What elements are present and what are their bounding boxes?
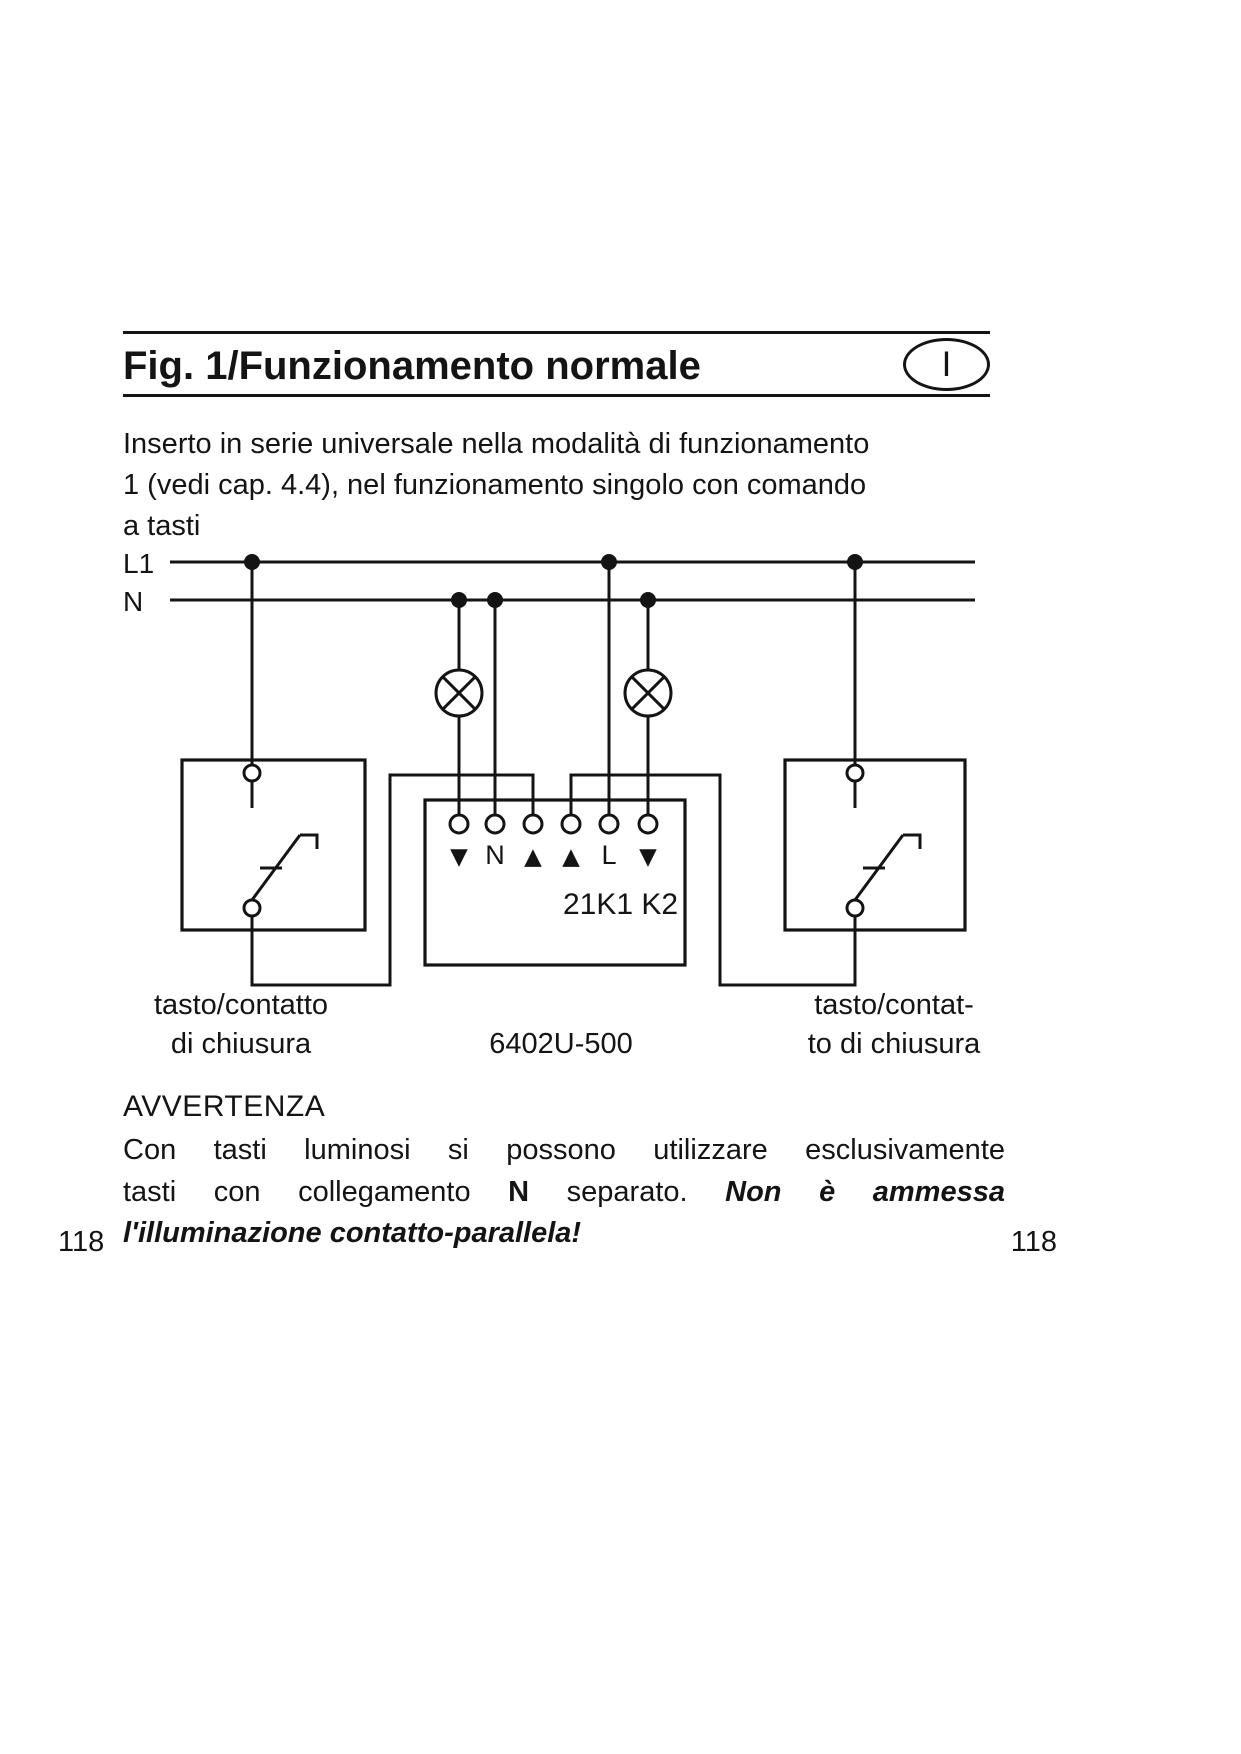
right-switch-caption-line1: tasto/contat- — [814, 989, 974, 1021]
junction-dot — [847, 554, 863, 570]
left-switch-caption-line2: di chiusura — [171, 1028, 312, 1060]
insert-unit-box — [423, 798, 687, 967]
unit-model-label: 6402U-500 — [489, 1028, 633, 1060]
contact-terminal — [242, 898, 262, 918]
arrow-down-icon: ▼ — [639, 844, 657, 870]
terminal-label-l: L — [601, 840, 616, 870]
notice-line: l'illuminazione contatto-parallela! — [123, 1213, 1005, 1255]
intro-line: a tasti — [123, 510, 201, 542]
notice-body: Con tasti luminosi si possono utilizzare… — [123, 1130, 1005, 1255]
language-badge: I — [903, 338, 990, 391]
push-button-box-right — [783, 758, 967, 932]
push-button-box-left — [180, 758, 367, 932]
terminal-circle — [560, 813, 582, 835]
notice-text: separato. — [529, 1175, 726, 1208]
lamp-cross — [630, 675, 666, 711]
lamp-cross — [441, 675, 477, 711]
l1-label: L1 — [123, 548, 154, 579]
title-rule-top — [123, 331, 990, 334]
contact-terminal — [845, 763, 865, 783]
push-button-symbol-right — [845, 763, 922, 918]
notice-line: Con tasti luminosi si possono utilizzare… — [123, 1134, 1005, 1166]
wiring-diagram: L1 N — [123, 548, 981, 1060]
notice-text-bold-italic: l'illuminazione contatto-parallela! — [123, 1217, 582, 1249]
left-switch-caption-line1: tasto/contatto — [154, 989, 328, 1021]
unit-terminals — [448, 813, 659, 835]
language-badge-letter: I — [941, 344, 952, 384]
figure-title: Fig. 1/Funzionamento normale — [123, 344, 701, 388]
wire-right-button-to-terminal4 — [569, 773, 857, 987]
title-rule-bottom — [123, 394, 990, 397]
arrow-up-icon: ▲ — [524, 844, 542, 870]
intro-line: 1 (vedi cap. 4.4), nel funzionamento sin… — [123, 469, 867, 501]
contact-terminal — [242, 763, 262, 783]
lamp-icon — [434, 668, 484, 718]
arrow-down-icon: ▼ — [450, 844, 468, 870]
notice-line: tasti con collegamento N separato. Non è… — [123, 1172, 1005, 1214]
wire-left-button-to-terminal3 — [250, 773, 535, 987]
contact-terminal — [845, 898, 865, 918]
notice-heading: AVVERTENZA — [123, 1090, 326, 1123]
terminal-circle — [637, 813, 659, 835]
terminal-circle — [522, 813, 544, 835]
terminal-label-n: N — [485, 840, 505, 870]
junction-dot — [244, 554, 260, 570]
terminal-symbols: ▼ N ▲ ▲ L ▼ — [450, 840, 657, 870]
notice-text-bold: N — [508, 1175, 530, 1208]
page-number-left: 118 — [58, 1226, 105, 1258]
n-label: N — [123, 586, 143, 617]
wires — [250, 562, 857, 987]
junction-dot — [601, 554, 617, 570]
terminal-circle — [448, 813, 470, 835]
notice-text: tasti con collegamento — [123, 1175, 509, 1208]
push-button-symbol-left — [242, 763, 319, 918]
page-number-right: 118 — [1010, 1226, 1057, 1258]
junction-dots — [244, 554, 863, 608]
intro-line: Inserto in serie universale nella modali… — [123, 428, 870, 460]
terminal-circle — [484, 813, 506, 835]
actuator-hook — [300, 833, 319, 849]
unit-internal-label: 21K1 K2 — [563, 888, 678, 921]
figure-intro: Inserto in serie universale nella modali… — [123, 424, 1023, 547]
arrow-up-icon: ▲ — [562, 844, 580, 870]
lamp-icon — [623, 668, 673, 718]
terminal-circle — [598, 813, 620, 835]
actuator-hook — [903, 833, 922, 849]
junction-dot — [487, 592, 503, 608]
notice-text-bold-italic: Non è ammessa — [725, 1175, 1005, 1208]
junction-dot — [451, 592, 467, 608]
right-switch-caption-line2: to di chiusura — [808, 1028, 981, 1060]
junction-dot — [640, 592, 656, 608]
